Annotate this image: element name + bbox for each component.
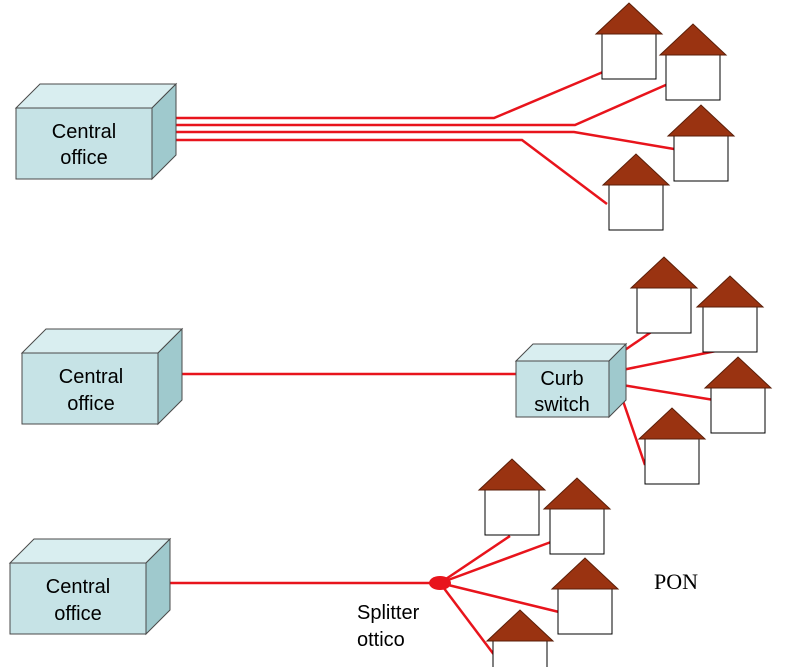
fiber-line — [620, 397, 647, 466]
fiber-line — [439, 581, 560, 614]
fiber-line — [439, 582, 496, 657]
red-dot-icon — [429, 576, 451, 590]
house-icon — [486, 609, 554, 667]
splitter-label-line1: Splitter — [357, 602, 420, 624]
pon-label: PON — [654, 569, 698, 594]
house-icon — [630, 256, 698, 334]
fiber-line — [152, 138, 608, 205]
house-icon — [602, 153, 670, 231]
section-pon: Central office Splitter ottico PON — [8, 458, 698, 667]
house-icon — [551, 557, 619, 635]
central-office-label-1-line1: Central — [52, 121, 116, 143]
curb-switch-box: Curb switch — [514, 342, 628, 419]
house-icon — [659, 23, 727, 101]
house-icon — [638, 407, 706, 485]
3d-box-icon — [20, 328, 184, 354]
fiber-lines-1 — [152, 70, 675, 205]
curb-switch-label-line1: Curb — [540, 368, 583, 390]
splitter-label-line2: ottico — [357, 629, 405, 651]
central-office-box-3: Central office — [8, 537, 172, 636]
central-office-box-1: Central office — [14, 82, 178, 181]
house-icon — [667, 104, 735, 182]
fiber-line — [439, 534, 511, 585]
house-icon — [543, 477, 611, 555]
fiber-lines-2 — [176, 324, 717, 466]
central-office-label-3-line1: Central — [46, 576, 110, 598]
fiber-line — [621, 383, 715, 402]
section-point-to-point: Central office — [14, 2, 735, 231]
curb-switch-label-line2: switch — [534, 394, 590, 416]
central-office-label-2-line2: office — [67, 393, 114, 415]
fiber-line — [439, 540, 552, 585]
house-icon — [704, 356, 772, 434]
3d-box-icon — [514, 343, 628, 362]
central-office-label-3-line2: office — [54, 603, 101, 625]
central-office-label-1-line2: office — [60, 147, 107, 169]
fiber-line — [152, 82, 669, 127]
house-icon — [478, 458, 546, 536]
fiber-lines-3 — [160, 534, 560, 657]
fiber-line — [621, 349, 717, 372]
central-office-box-2: Central office — [20, 327, 184, 426]
central-office-label-2-line1: Central — [59, 366, 123, 388]
house-icon — [595, 2, 663, 80]
3d-box-icon — [14, 83, 178, 109]
house-icon — [696, 275, 764, 353]
3d-box-icon — [8, 538, 172, 564]
section-curb-switch: Central office Curb switch — [20, 256, 772, 485]
fiber-line — [152, 130, 675, 151]
fiber-line — [152, 70, 604, 120]
